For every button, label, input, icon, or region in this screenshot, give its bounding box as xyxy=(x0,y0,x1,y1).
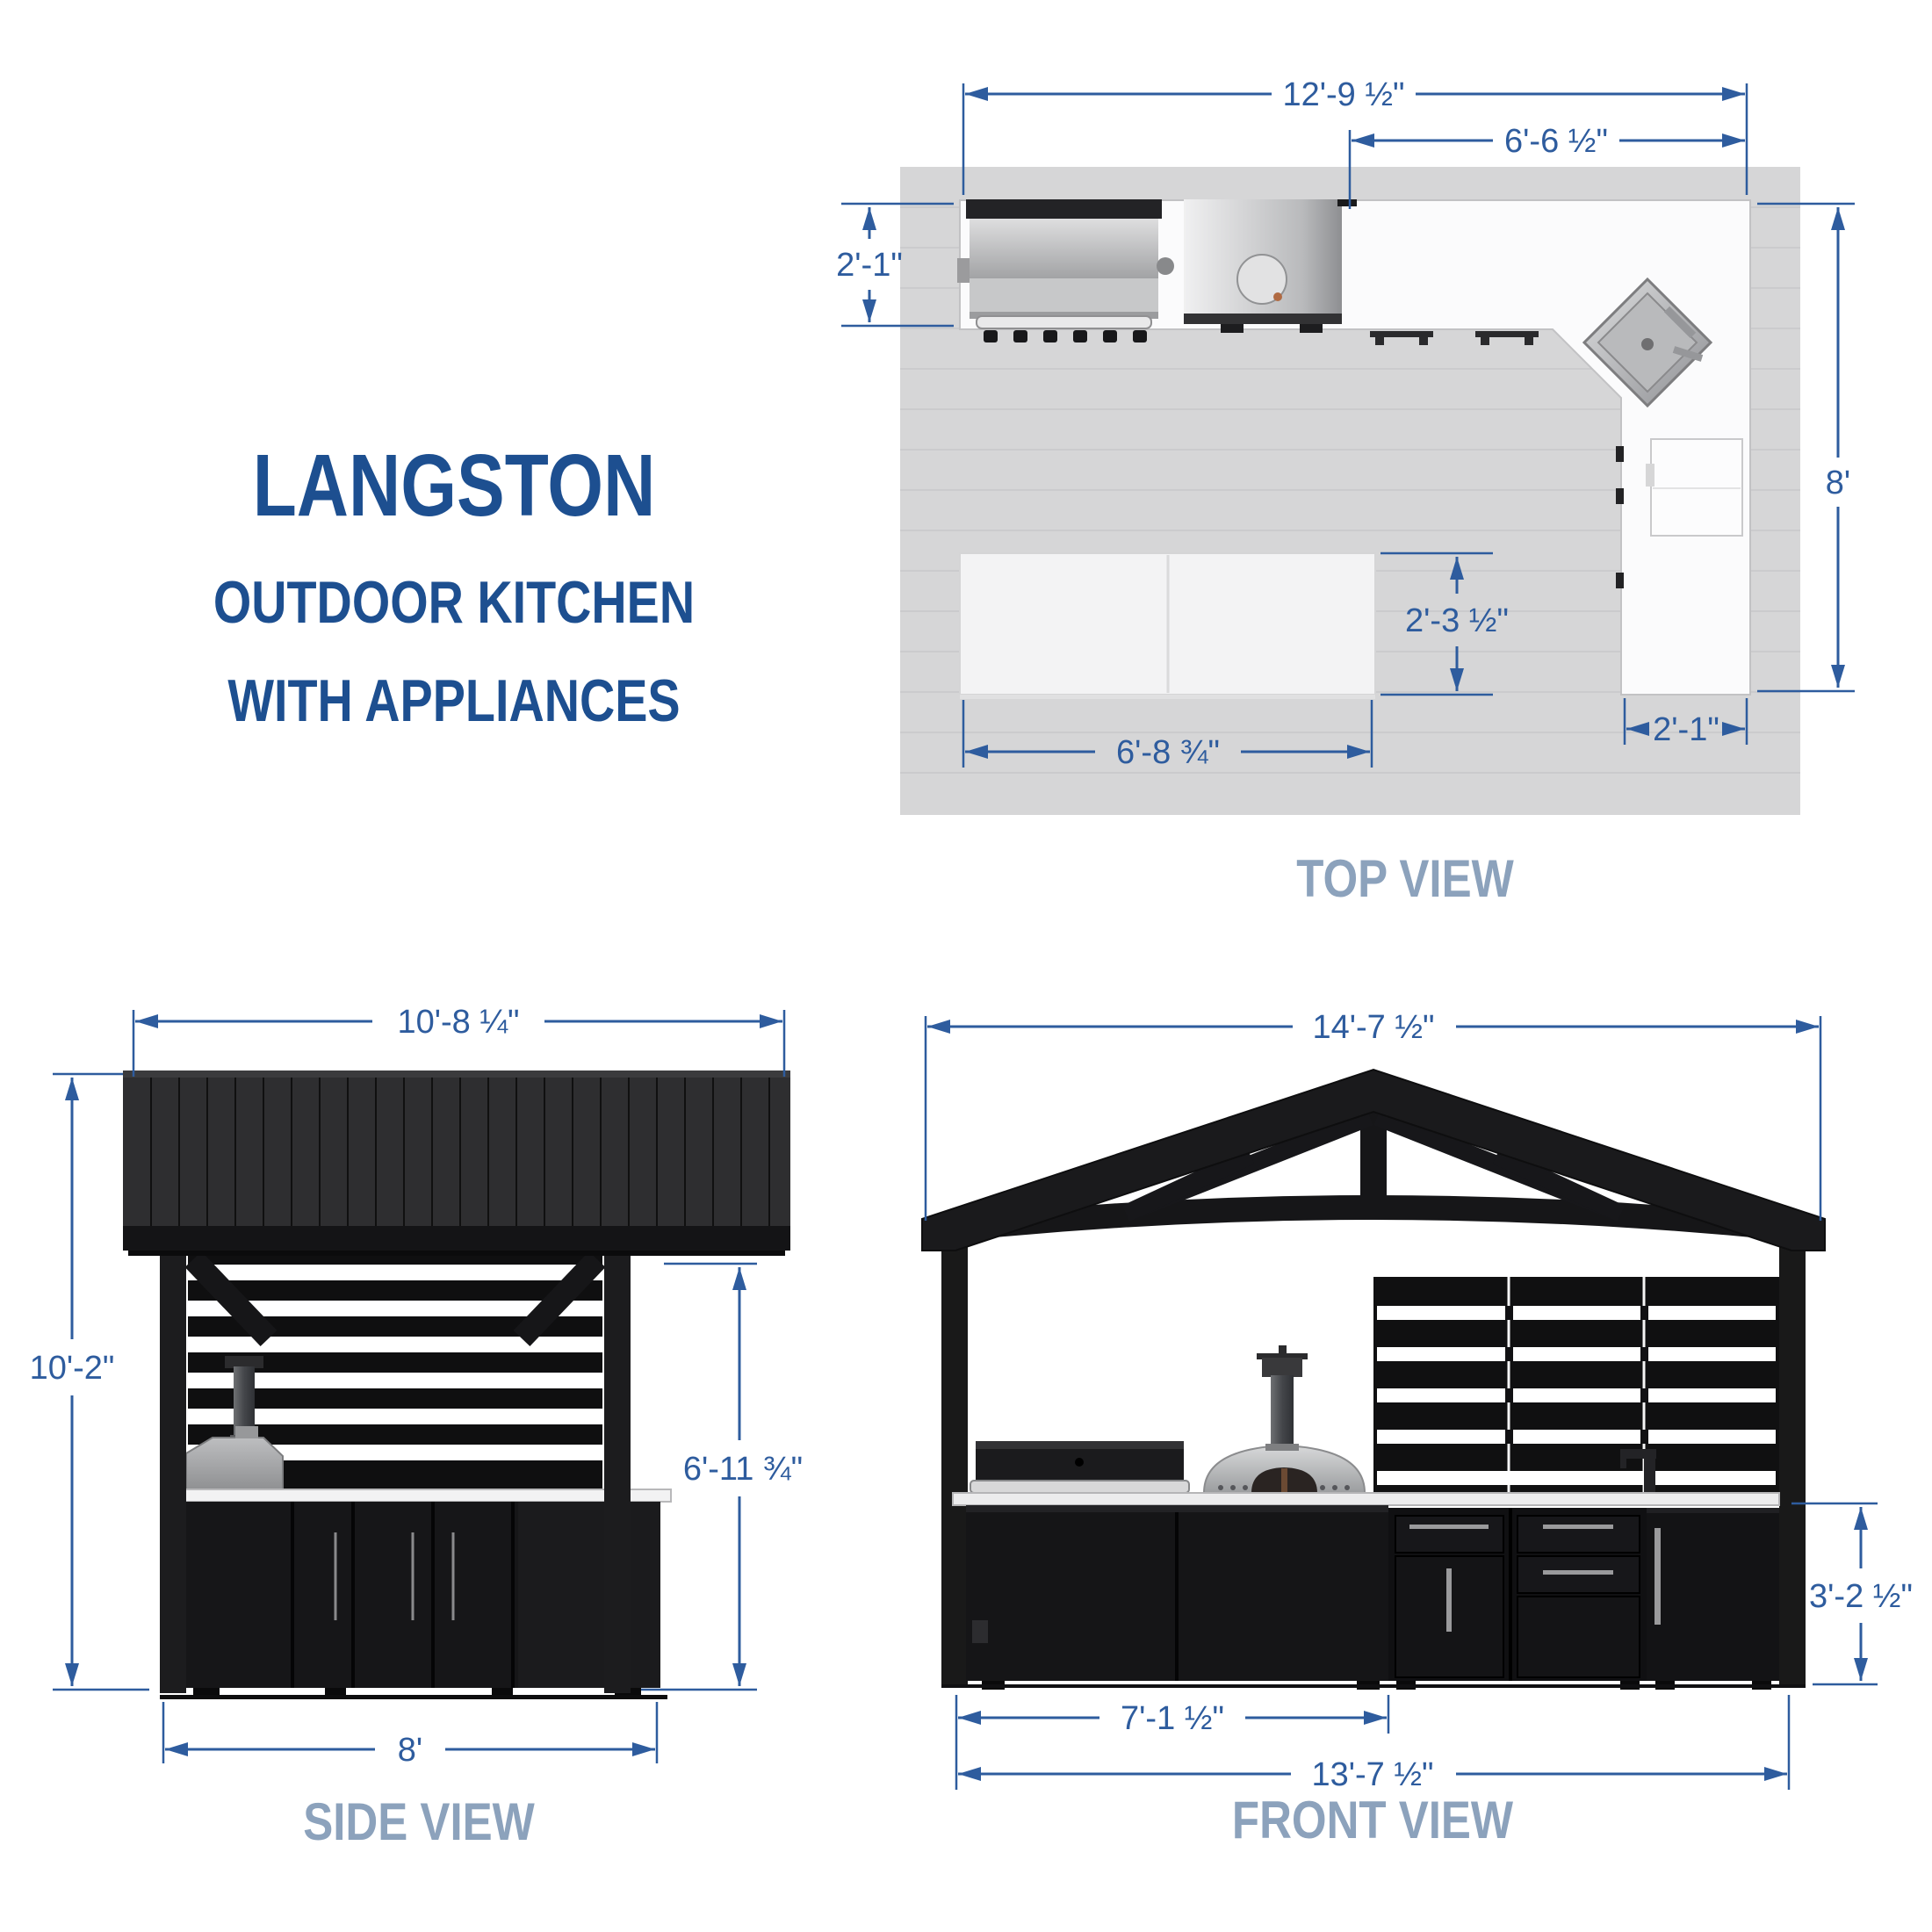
dim-label: 8' xyxy=(398,1732,422,1769)
front-posts xyxy=(941,1226,1806,1686)
sink-plan xyxy=(1582,277,1713,408)
front-view-dimensions xyxy=(924,1016,1878,1790)
product-title-line1: LANGSTON xyxy=(252,436,656,535)
dim-side-base-width xyxy=(162,1702,659,1763)
side-view-label: SIDE VIEW xyxy=(303,1792,535,1851)
front-island-cabinet xyxy=(966,1505,1388,1681)
top-view-dimensions xyxy=(841,83,1855,768)
top-view-label: TOP VIEW xyxy=(1296,849,1514,908)
side-cabinets xyxy=(160,1502,667,1699)
grill-front xyxy=(970,1441,1190,1494)
grill-plan xyxy=(957,199,1174,342)
dim-label: 2'-3 ½" xyxy=(1405,602,1509,639)
side-view-dimensions xyxy=(53,1010,786,1763)
dim-top-counter-depth xyxy=(841,202,954,328)
dim-front-roof-width xyxy=(924,1016,1822,1221)
faucet-front xyxy=(1620,1449,1656,1496)
corner-unit-pulls xyxy=(1616,446,1624,588)
dim-label: 2'-1" xyxy=(1653,711,1719,748)
dim-label: 8' xyxy=(1826,465,1850,501)
dim-label: 6'-6 ½" xyxy=(1504,123,1608,160)
dim-side-roof-width xyxy=(132,1010,786,1077)
dim-front-counter-height xyxy=(1791,1502,1878,1686)
pizza-oven-plan xyxy=(1184,199,1357,333)
dim-label: 7'-1 ½" xyxy=(1121,1700,1224,1737)
dim-front-island-width xyxy=(955,1695,1390,1790)
dim-label: 6'-8 ¾" xyxy=(1116,734,1220,771)
side-roof-braces xyxy=(184,1251,606,1346)
dim-label: 10'-8 ¼" xyxy=(397,1004,519,1041)
front-view-dimension-labels: 14'-7 ½" 7'-1 ½" 13'-7 ½" 3'-2 ½" xyxy=(1121,1009,1913,1793)
top-view-dimension-labels: 12'-9 ½" 6'-6 ½" 2'-1" 8' 2'-3 ½" 6'-8 ¾… xyxy=(836,76,1850,771)
island-plan xyxy=(959,552,1376,699)
dim-label: 12'-9 ½" xyxy=(1282,76,1404,113)
dim-label: 3'-2 ½" xyxy=(1809,1578,1913,1615)
dim-label: 14'-7 ½" xyxy=(1312,1009,1434,1046)
dim-top-right-counter-width xyxy=(1623,698,1748,745)
front-cabinet-feet xyxy=(941,1681,1806,1690)
dim-label: 13'-7 ½" xyxy=(1311,1756,1433,1793)
dim-top-island-depth xyxy=(1381,551,1493,696)
front-truss xyxy=(968,1108,1779,1240)
dim-label: 2'-1" xyxy=(836,247,903,284)
front-roof xyxy=(921,1068,1826,1251)
dim-front-base-width xyxy=(958,1695,1791,1790)
front-view-label: FRONT VIEW xyxy=(1231,1791,1514,1849)
dim-side-clearance-height xyxy=(641,1262,757,1691)
dim-top-overall-width xyxy=(962,83,1748,195)
dim-top-right-width xyxy=(1348,130,1745,209)
side-roof xyxy=(123,1071,790,1256)
front-counter xyxy=(952,1492,1780,1506)
corner-shelf-plan xyxy=(1646,438,1743,537)
product-title-line2: OUTDOOR KITCHEN xyxy=(213,569,696,636)
dim-top-overall-depth xyxy=(1757,202,1855,693)
pizza-oven-front xyxy=(1202,1345,1366,1494)
dim-label: 10'-2" xyxy=(30,1350,115,1387)
side-counter xyxy=(178,1489,672,1503)
dim-side-overall-height xyxy=(53,1072,149,1691)
side-posts xyxy=(160,1251,631,1693)
dim-label: 6'-11 ¾" xyxy=(683,1451,803,1488)
front-right-cabinet xyxy=(1647,1508,1779,1681)
product-title-line3: WITH APPLIANCES xyxy=(227,667,681,734)
front-view: 14'-7 ½" 7'-1 ½" 13'-7 ½" 3'-2 ½" xyxy=(921,1009,1913,1793)
side-view: 10'-8 ¼" 10'-2" 6'-11 ¾" 8' xyxy=(30,1004,804,1769)
side-view-dimension-labels: 10'-8 ¼" 10'-2" 6'-11 ¾" 8' xyxy=(30,1004,804,1769)
dim-top-island-width xyxy=(962,700,1373,768)
front-slat-wall xyxy=(1373,1277,1779,1503)
front-middle-cabinets xyxy=(1388,1508,1647,1681)
top-view: 12'-9 ½" 6'-6 ½" 2'-1" 8' 2'-3 ½" 6'-8 ¾… xyxy=(836,76,1855,815)
counter-bracket-marks xyxy=(1370,331,1539,345)
